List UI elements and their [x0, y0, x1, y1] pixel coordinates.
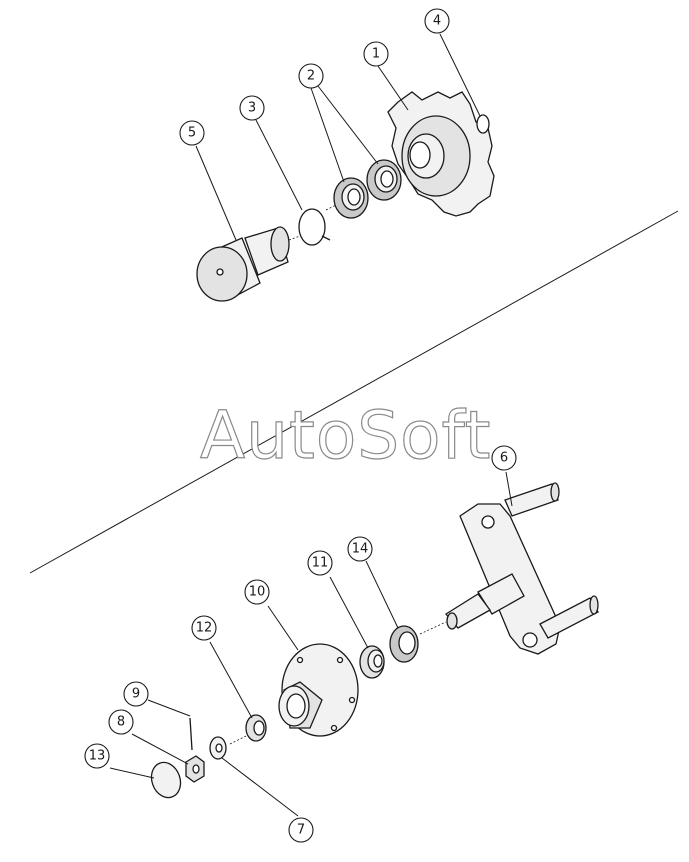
- axis-line-upper-2: [325, 204, 337, 211]
- watermark-text: AutoSoft: [200, 397, 491, 474]
- svg-text:10: 10: [249, 585, 266, 600]
- part-14-seal: [389, 625, 419, 663]
- svg-text:4: 4: [433, 14, 441, 29]
- callout-9: 9: [123, 681, 149, 707]
- callout-2: 2: [298, 63, 324, 89]
- section-divider-line: [29, 210, 679, 574]
- part-3-retaining-ring: [298, 208, 331, 246]
- axis-line-lower-1: [419, 621, 447, 635]
- svg-text:9: 9: [132, 687, 140, 702]
- svg-text:5: 5: [188, 126, 196, 141]
- svg-text:12: 12: [196, 621, 213, 636]
- callout-14: 14: [347, 536, 373, 562]
- part-9-cotter-pin: [189, 717, 193, 751]
- svg-text:8: 8: [117, 715, 125, 730]
- leader-3: [255, 119, 303, 211]
- svg-text:7: 7: [297, 823, 305, 838]
- leader-12: [209, 641, 253, 719]
- leader-10: [267, 605, 299, 651]
- part-1-sprocket: [387, 91, 495, 217]
- callout-8: 8: [108, 709, 134, 735]
- part-12-small-bearing: [245, 714, 267, 742]
- leader-7: [221, 757, 299, 817]
- svg-text:2: 2: [307, 69, 315, 84]
- leader-9: [147, 699, 191, 717]
- leader-8: [131, 733, 189, 765]
- svg-text:13: 13: [89, 749, 106, 764]
- part-5-shaft: [196, 226, 290, 302]
- callout-6: 6: [491, 445, 517, 471]
- part-8-castle-nut: [185, 755, 205, 783]
- callout-12: 12: [191, 615, 217, 641]
- leader-5: [195, 145, 237, 241]
- leader-11: [329, 576, 369, 649]
- leader-4: [439, 33, 481, 117]
- callout-11: 11: [307, 550, 333, 576]
- svg-text:6: 6: [500, 451, 508, 466]
- leader-2a: [310, 87, 345, 183]
- part-6-spindle-bracket: [445, 482, 599, 655]
- callout-4: 4: [424, 8, 450, 34]
- callout-1: 1: [363, 41, 389, 67]
- part-7-washer: [209, 736, 227, 760]
- part-2-bearing-a: [333, 177, 369, 219]
- callout-13: 13: [84, 743, 110, 769]
- callout-5: 5: [179, 120, 205, 146]
- part-13-hub-cap: [150, 761, 182, 799]
- svg-text:14: 14: [352, 542, 369, 557]
- part-2-bearing-b: [366, 159, 402, 201]
- part-4-small-ring: [476, 114, 490, 134]
- callout-3: 3: [239, 95, 265, 121]
- part-10-wheel-hub: [278, 643, 359, 737]
- leader-1: [377, 65, 409, 111]
- leader-14: [365, 560, 399, 629]
- svg-text:11: 11: [312, 556, 329, 571]
- part-11-tapered-bearing: [359, 645, 385, 679]
- svg-text:3: 3: [248, 101, 256, 116]
- callout-7: 7: [288, 817, 314, 843]
- axis-line-lower-2: [229, 735, 247, 745]
- callout-10: 10: [244, 579, 270, 605]
- svg-text:1: 1: [372, 47, 380, 62]
- leader-6: [505, 471, 513, 507]
- axis-line-upper-1: [288, 235, 301, 241]
- leader-13: [109, 767, 155, 779]
- leader-2b: [317, 85, 379, 165]
